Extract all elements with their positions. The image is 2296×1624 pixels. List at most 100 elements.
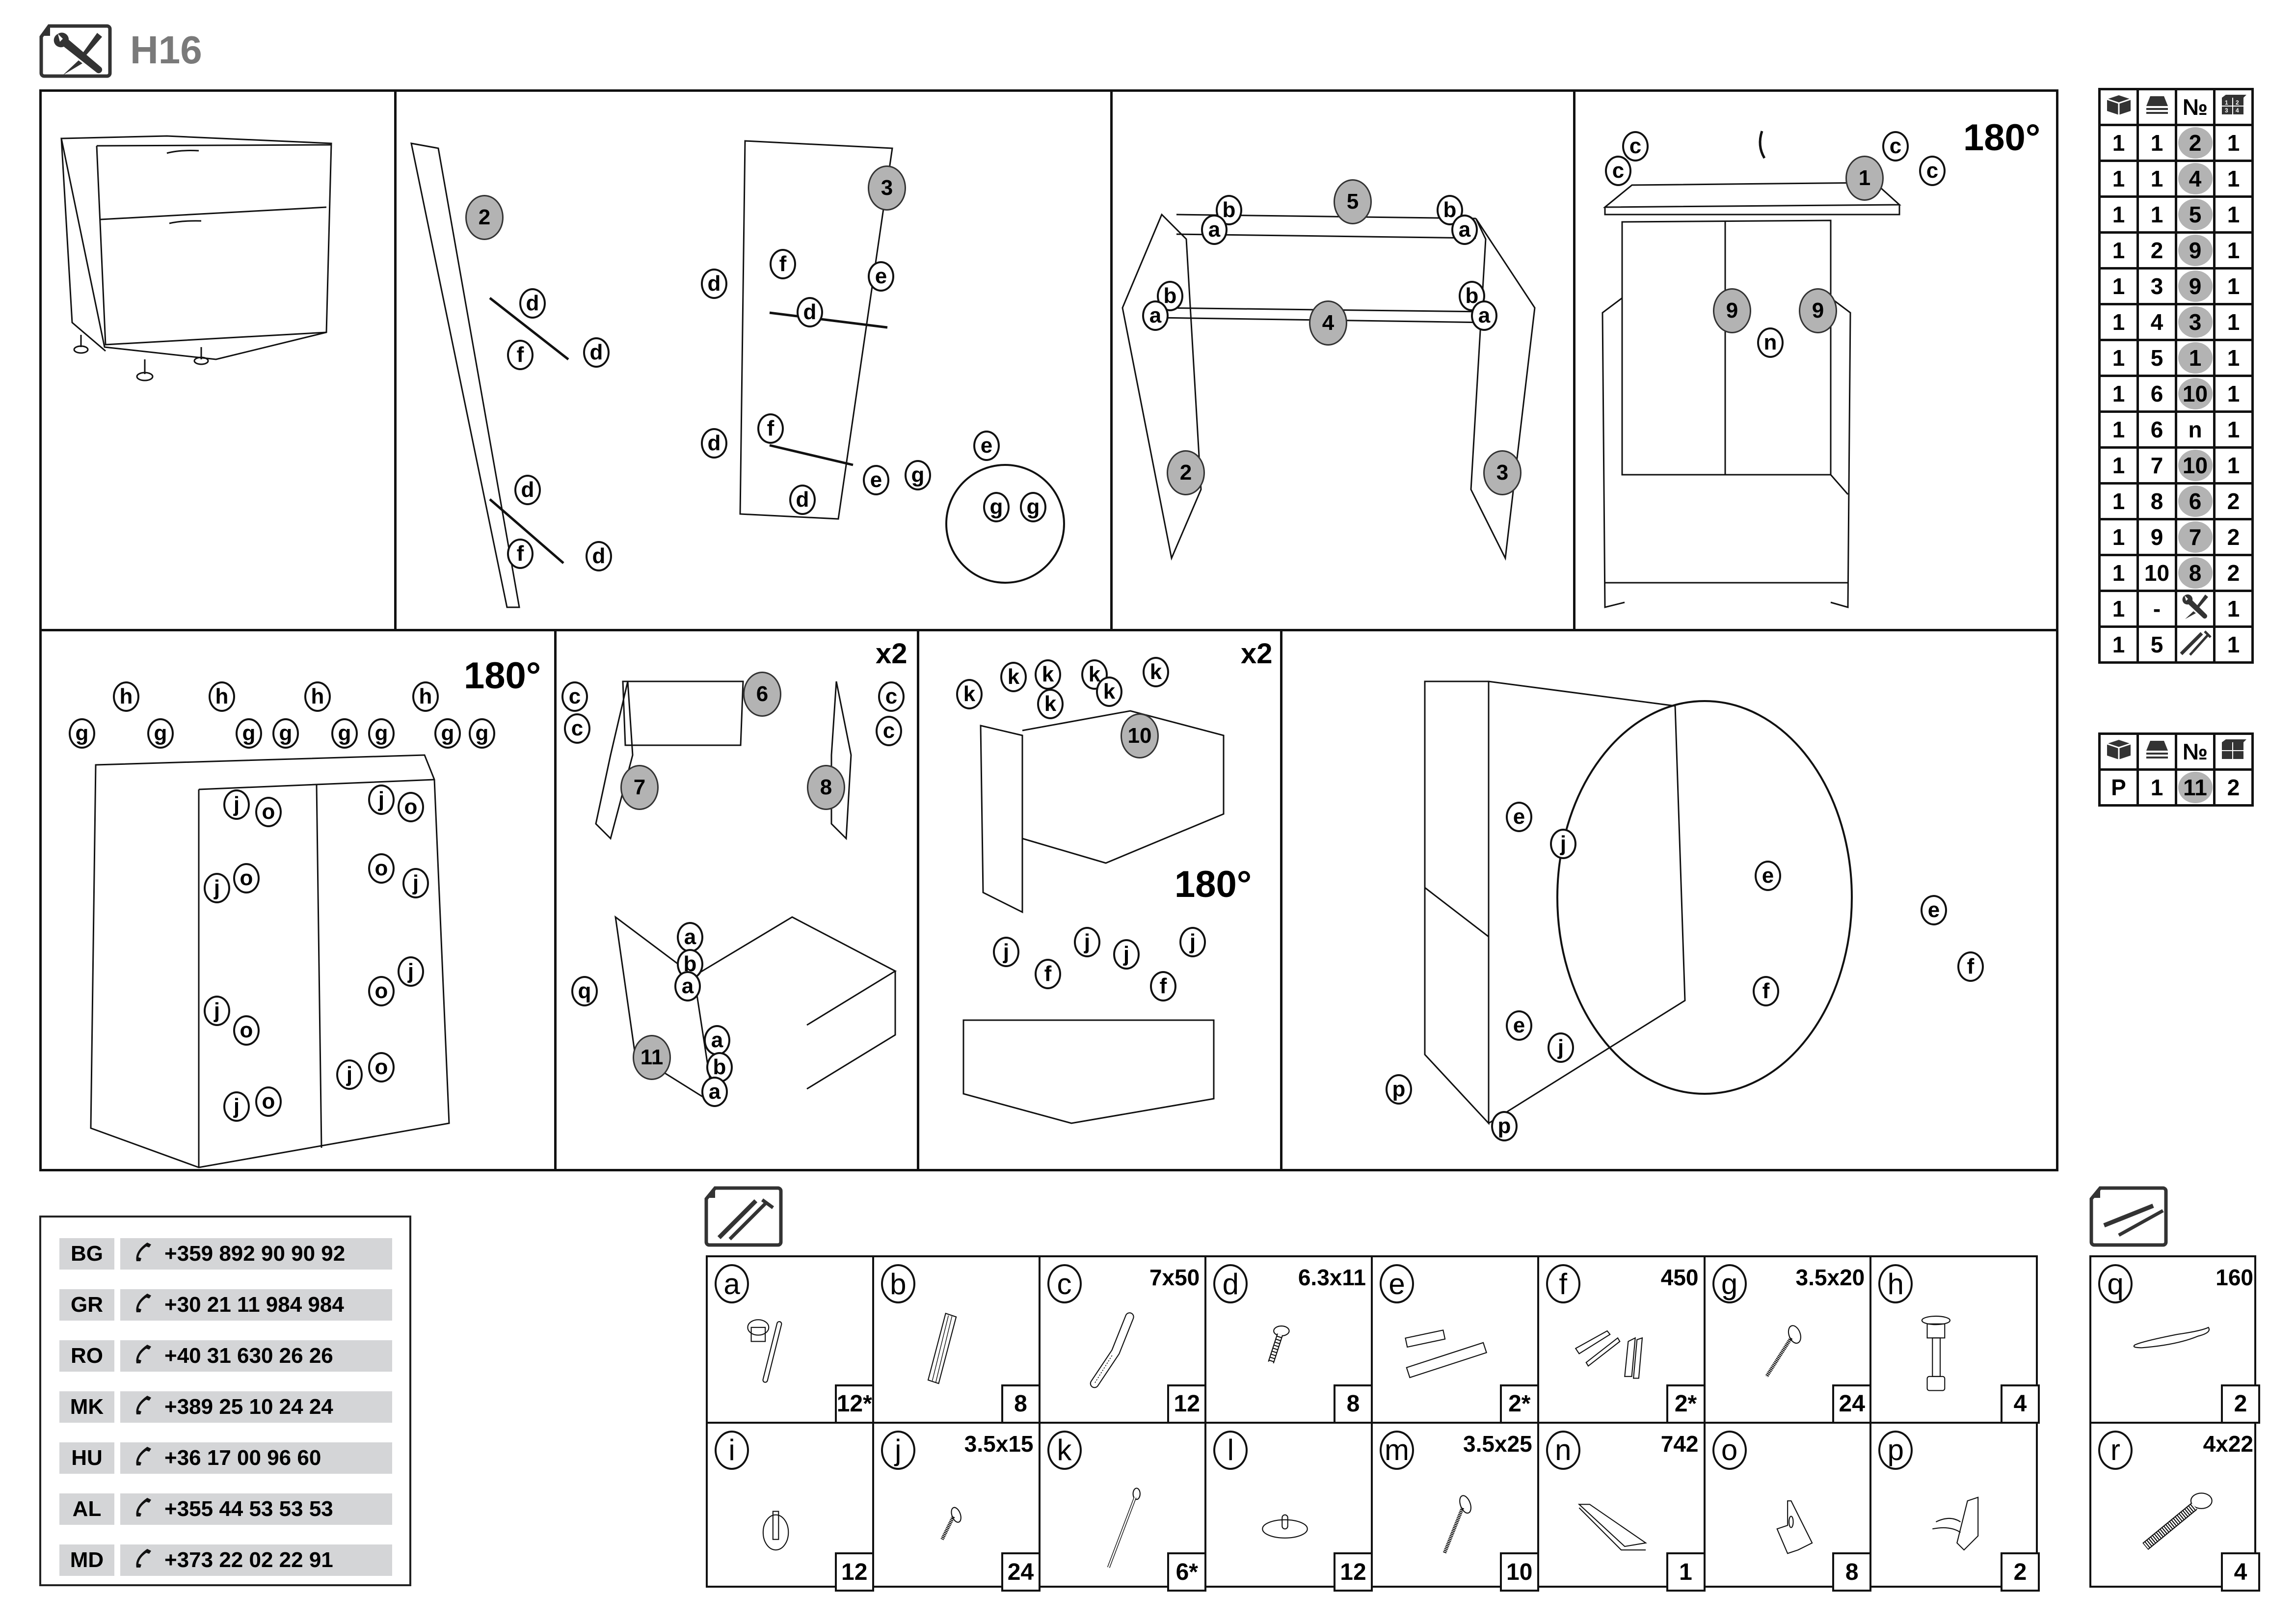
cell-qty: 1 <box>2213 375 2254 413</box>
hardware-callout: e <box>868 261 894 292</box>
part-label: 2 <box>1167 450 1205 495</box>
top-back-drawing <box>1602 131 1901 608</box>
hardware-quantity: 12 <box>1334 1552 1373 1592</box>
phone-icon <box>120 1394 164 1421</box>
cell-no: 3 <box>2175 303 2216 341</box>
cell-value: 1 <box>2112 632 2125 657</box>
cell-value: 1 <box>2227 453 2240 478</box>
hardware-quantity: 8 <box>1001 1384 1041 1424</box>
phone-number: +359 892 90 90 92 <box>164 1242 346 1266</box>
hardware-letter: g <box>1712 1264 1747 1303</box>
contact-row: GR+30 21 11 984 984 <box>59 1289 392 1321</box>
hardware-callout: g <box>272 718 299 749</box>
cell-pkg: 1 <box>2098 231 2139 270</box>
phone-field: +30 21 11 984 984 <box>120 1289 392 1321</box>
hardware-callout: d <box>583 337 610 368</box>
hardware-letter: m <box>1380 1430 1414 1470</box>
adjustable-leg-icon <box>1922 1315 1951 1391</box>
hardware-size: 742 <box>1660 1431 1699 1457</box>
part-number: 1 <box>2178 342 2213 374</box>
cell-qty: 2 <box>2213 518 2254 556</box>
cell-pkg: 1 <box>2098 339 2139 377</box>
panel-divider <box>1110 89 1113 630</box>
cell-qty: 1 <box>2213 160 2254 198</box>
hardware-letter: l <box>1213 1430 1248 1470</box>
part-number: 5 <box>2178 199 2213 230</box>
hardware-callout: c <box>1919 156 1946 186</box>
cell-layer: 5 <box>2136 339 2177 377</box>
hardware-callout: j <box>993 937 1019 967</box>
hardware-size: 450 <box>1660 1265 1699 1290</box>
hardware-callout: e <box>973 431 1000 461</box>
phone-number: +355 44 53 53 53 <box>164 1497 333 1521</box>
panel-divider <box>1280 630 1282 1171</box>
hardware-callout: j <box>1548 1032 1574 1063</box>
contact-row: RO+40 31 630 26 26 <box>59 1340 392 1372</box>
cell-no: n <box>2175 410 2216 449</box>
cell-qty: 2 <box>2213 554 2254 592</box>
hardware-quantity: 10 <box>1499 1552 1539 1592</box>
hardware-quantity: 12 <box>834 1552 874 1592</box>
hardware-callout: g <box>368 718 395 749</box>
tools-document-icon <box>38 23 112 78</box>
hardware-callout: d <box>789 485 816 515</box>
part-number: 6 <box>2178 486 2213 517</box>
hardware-letter: q <box>2098 1264 2133 1303</box>
phone-field: +40 31 630 26 26 <box>120 1340 392 1372</box>
cell-pkg: 1 <box>2098 303 2139 341</box>
hardware-callout: f <box>1150 971 1176 1001</box>
cell-layer: 8 <box>2136 482 2177 520</box>
hardware-quantity: 1 <box>1666 1552 1706 1592</box>
country-code: BG <box>59 1238 114 1270</box>
phone-icon <box>120 1496 164 1523</box>
svg-text:2: 2 <box>2236 99 2239 106</box>
cell-qty: 1 <box>2213 446 2254 485</box>
package-icon <box>2098 732 2139 771</box>
cell-value: 5 <box>2150 632 2163 657</box>
step-6-legs: 180° h h h h g g g g g g g g j o j o j o… <box>42 632 554 1169</box>
cell-value: 1 <box>2227 166 2240 191</box>
contact-row: MD+373 22 02 22 91 <box>59 1544 392 1576</box>
panel-divider <box>554 630 557 1171</box>
hardware-callout: g <box>147 718 174 749</box>
hardware-quantity: 12 <box>1167 1384 1207 1424</box>
hardware-callout: a <box>1142 300 1169 331</box>
hardware-callout: a <box>701 1077 728 1107</box>
cam-lock-icon <box>747 1319 782 1383</box>
cell-layer: 6 <box>2136 375 2177 413</box>
cell-value: P <box>2111 775 2126 800</box>
contact-row: BG +359 892 90 90 92 <box>59 1238 392 1270</box>
wood-screw-icon <box>1764 1325 1801 1378</box>
hardware-letter: o <box>1712 1430 1747 1470</box>
hardware-callout: a <box>1471 300 1497 331</box>
phone-icon <box>120 1292 164 1319</box>
hardware-callout: f <box>1753 976 1779 1006</box>
hardware-letter: j <box>881 1430 915 1470</box>
stack-icon <box>2136 732 2177 771</box>
hardware-callout: o <box>233 863 260 893</box>
phone-field: +373 22 02 22 91 <box>120 1544 392 1576</box>
nail-icon <box>1107 1487 1141 1568</box>
cell-pkg: 1 <box>2098 446 2139 485</box>
hardware-item-l: l 12 <box>1206 1423 1373 1592</box>
hardware-callout: d <box>586 541 612 571</box>
hardware-size: 7x50 <box>1149 1265 1200 1290</box>
cell-no: 7 <box>2175 518 2216 556</box>
phone-number: +36 17 00 96 60 <box>164 1446 321 1470</box>
hardware-letter: d <box>1213 1264 1248 1303</box>
hardware-callout: a <box>677 922 703 952</box>
cell-layer: - <box>2136 590 2177 628</box>
hardware-letter: e <box>1380 1264 1414 1303</box>
cell-value: 1 <box>2112 273 2125 299</box>
hardware-letter: r <box>2098 1430 2133 1470</box>
stack-icon <box>2136 88 2177 126</box>
hardware-callout: j <box>398 956 424 987</box>
part-number: 10 <box>2178 378 2213 409</box>
cell-pkg: 1 <box>2098 124 2139 162</box>
cell-value: 1 <box>2112 345 2125 371</box>
